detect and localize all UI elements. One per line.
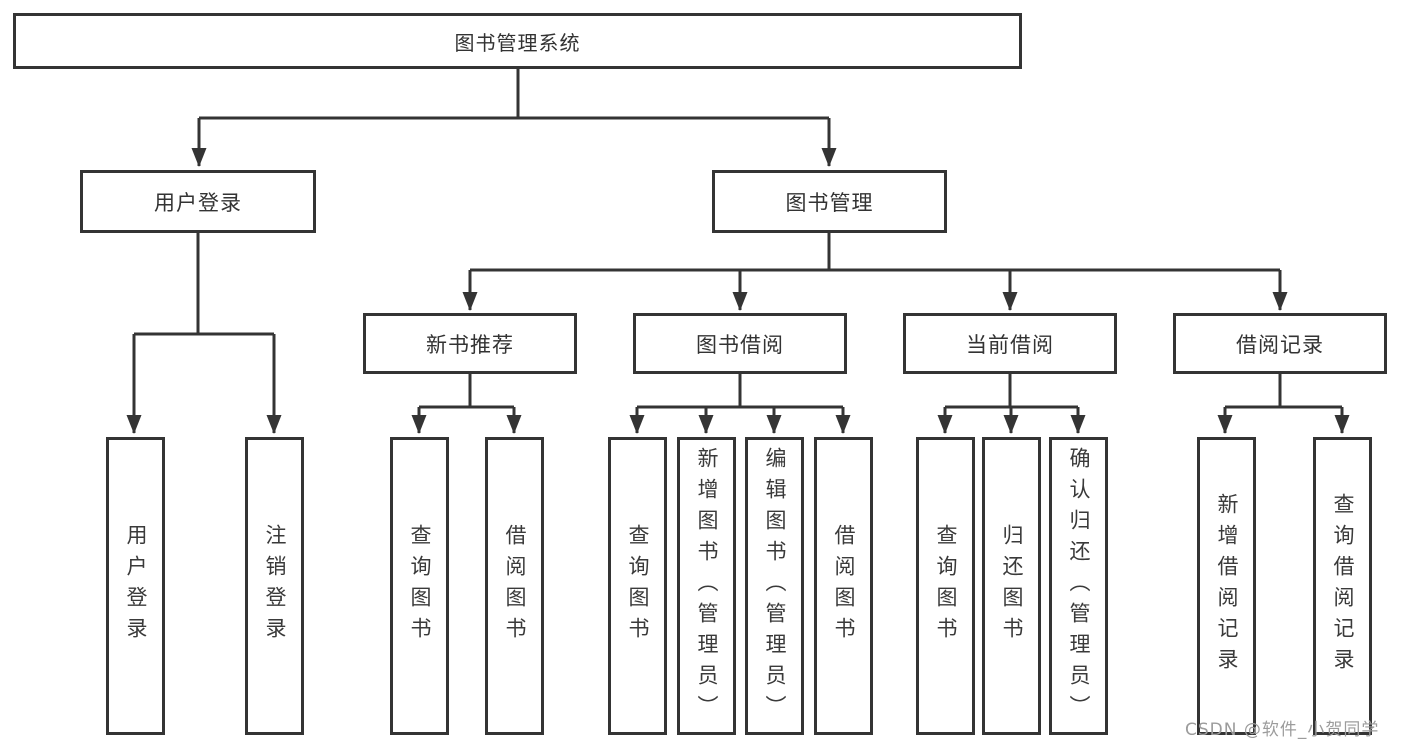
leaf-cb-confirm-return-admin-label: 确认归还（管理员） [1067,446,1091,726]
leaf-nb-borrow-books-label: 借阅图书 [503,524,527,648]
leaf-bb-edit-book-admin: 编辑图书（管理员） [745,437,804,735]
leaf-bb-borrow-books: 借阅图书 [814,437,873,735]
leaf-bb-edit-book-admin-label: 编辑图书（管理员） [763,446,787,726]
node-current-borrow: 当前借阅 [903,313,1117,374]
csdn-watermark: CSDN @软件_小贺同学 [1185,720,1380,740]
node-new-book-recommend: 新书推荐 [363,313,577,374]
node-user-login-label: 用户登录 [154,190,242,215]
leaf-logout-label: 注销登录 [263,524,287,648]
leaf-logout: 注销登录 [245,437,304,735]
leaf-br-query-record: 查询借阅记录 [1313,437,1372,735]
leaf-cb-query-books-label: 查询图书 [934,524,958,648]
leaf-nb-borrow-books: 借阅图书 [485,437,544,735]
leaf-nb-query-books-label: 查询图书 [408,524,432,648]
leaf-bb-borrow-books-label: 借阅图书 [832,524,856,648]
leaf-bb-query-books-label: 查询图书 [626,524,650,648]
leaf-cb-return-books-label: 归还图书 [1000,524,1024,648]
leaf-user-login: 用户登录 [106,437,165,735]
leaf-cb-confirm-return-admin: 确认归还（管理员） [1049,437,1108,735]
leaf-nb-query-books: 查询图书 [390,437,449,735]
leaf-bb-query-books: 查询图书 [608,437,667,735]
leaf-br-add-record-label: 新增借阅记录 [1215,493,1239,679]
leaf-br-add-record: 新增借阅记录 [1197,437,1256,735]
node-new-book-recommend-label: 新书推荐 [426,332,514,357]
node-borrow-records: 借阅记录 [1173,313,1387,374]
node-book-borrow: 图书借阅 [633,313,847,374]
node-current-borrow-label: 当前借阅 [966,332,1054,357]
leaf-br-query-record-label: 查询借阅记录 [1331,493,1355,679]
node-user-login: 用户登录 [80,170,316,233]
leaf-cb-return-books: 归还图书 [982,437,1041,735]
node-book-management-label: 图书管理 [785,190,874,215]
node-book-borrow-label: 图书借阅 [696,332,784,357]
leaf-cb-query-books: 查询图书 [916,437,975,735]
leaf-bb-add-book-admin: 新增图书（管理员） [677,437,736,735]
node-root-system: 图书管理系统 [13,13,1022,69]
node-borrow-records-label: 借阅记录 [1236,332,1324,357]
node-book-management: 图书管理 [712,170,947,233]
node-root-label: 图书管理系统 [454,30,581,55]
leaf-user-login-label: 用户登录 [124,524,148,648]
leaf-bb-add-book-admin-label: 新增图书（管理员） [695,446,719,726]
